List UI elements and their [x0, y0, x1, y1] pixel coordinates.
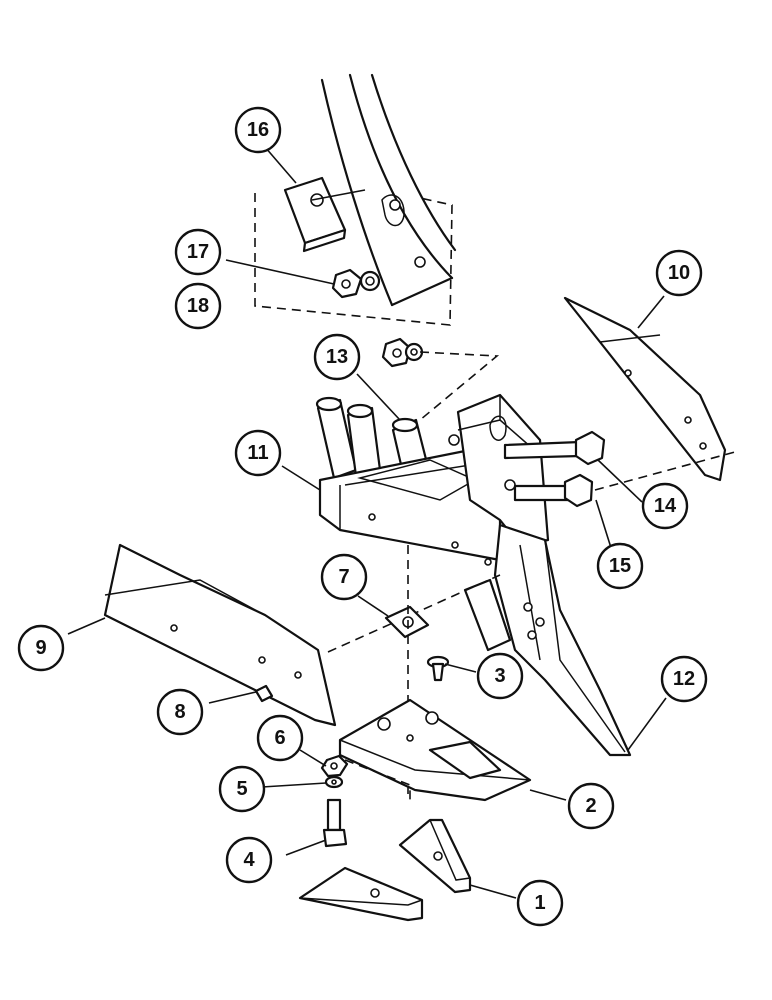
callout-18: 18	[174, 282, 222, 330]
callout-3-label: 3	[494, 665, 505, 687]
callout-1-label: 1	[534, 892, 545, 914]
callout-2: 2	[567, 782, 615, 830]
part-1-tip-lower	[298, 866, 424, 922]
callout-9: 9	[17, 624, 65, 672]
frame-arc	[320, 73, 457, 307]
callout-7: 7	[320, 553, 368, 601]
part-1-tip-upper	[398, 818, 472, 894]
part-11-12-13-shank-assembly	[315, 393, 632, 757]
callout-10-label: 10	[668, 262, 690, 284]
part-15-bolt	[513, 473, 594, 508]
callout-8: 8	[156, 688, 204, 736]
callout-16-label: 16	[247, 119, 269, 141]
part-17-18-nut-washer	[331, 268, 381, 299]
callout-5-label: 5	[236, 778, 247, 800]
callout-12-label: 12	[673, 668, 695, 690]
callout-15-label: 15	[609, 555, 631, 577]
callout-6: 6	[256, 714, 304, 762]
part-14-bolt	[503, 430, 606, 466]
callout-6-label: 6	[274, 727, 285, 749]
callout-16: 16	[234, 106, 282, 154]
part-10-right-wing	[563, 296, 727, 482]
leader-lines	[67, 146, 667, 899]
callout-5: 5	[218, 765, 266, 813]
callout-2-label: 2	[585, 795, 596, 817]
part-3-bolt	[426, 655, 450, 682]
callout-7-label: 7	[338, 566, 349, 588]
callout-8-label: 8	[174, 701, 185, 723]
callout-14-label: 14	[654, 495, 677, 517]
callout-17-label: 17	[187, 241, 209, 263]
part-8-nut	[254, 684, 274, 703]
callout-18-label: 18	[187, 295, 209, 317]
part-5-washer	[324, 775, 344, 789]
callout-9-label: 9	[35, 637, 46, 659]
callout-14: 14	[641, 482, 689, 530]
callout-12: 12	[660, 655, 708, 703]
callout-17: 17	[174, 228, 222, 276]
callout-4-label: 4	[243, 849, 255, 871]
part-9-left-wing	[103, 543, 337, 727]
part-2-point	[338, 698, 532, 805]
callout-4: 4	[225, 836, 273, 884]
callout-11: 11	[234, 429, 282, 477]
callout-10: 10	[655, 249, 703, 297]
callout-15: 15	[596, 542, 644, 590]
callout-11-label: 11	[247, 442, 268, 464]
part-7-clip	[384, 605, 430, 639]
part-4-bolt	[322, 798, 348, 848]
callout-3: 3	[476, 652, 524, 700]
callout-13: 13	[313, 333, 361, 381]
callout-1: 1	[516, 879, 564, 927]
part-16-plate	[283, 176, 366, 253]
nut-washer-upper	[381, 337, 500, 421]
part-6-nut	[320, 754, 349, 778]
callout-13-label: 13	[326, 346, 348, 368]
